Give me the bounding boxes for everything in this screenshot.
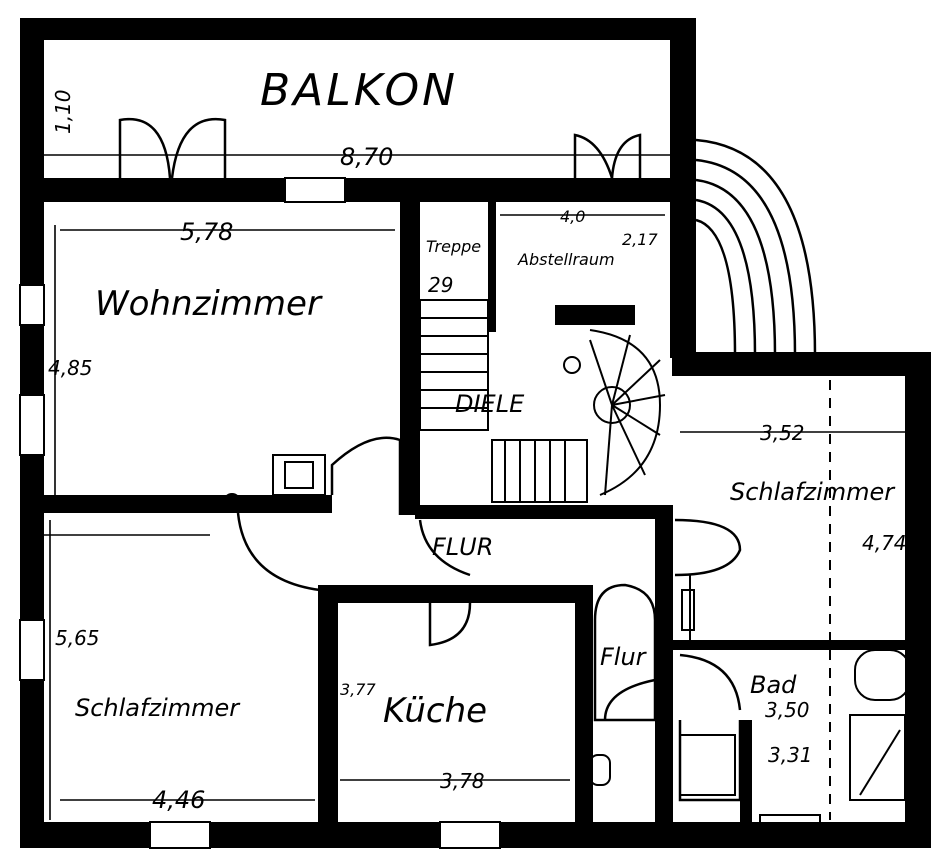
dim-abstell-depth: 2,17	[622, 230, 658, 249]
kueche-label: Küche	[383, 691, 487, 731]
dim-wohnzimmer-width: 5,78	[180, 218, 233, 246]
dimension-lines	[44, 154, 905, 820]
wohnzimmer-label: Wohnzimmer	[95, 284, 323, 324]
outer-walls	[19, 18, 931, 849]
dim-schlaf-left-width: 4,46	[152, 786, 205, 814]
dim-schlaf-right-depth: 4,74	[862, 531, 907, 555]
exterior-steps	[695, 138, 817, 373]
bad-label: Bad	[750, 671, 797, 699]
flur-label: Flur	[600, 643, 648, 671]
dim-wohnzimmer-depth: 4,85	[48, 356, 93, 380]
dim-kueche-depth: 3,77	[340, 680, 376, 699]
room-labels: BALKON Wohnzimmer Treppe 29 Abstellraum …	[75, 65, 896, 731]
interior-doors	[236, 436, 742, 802]
flur-upper-label: FLUR	[432, 533, 493, 561]
dim-abstell-width: 4,0	[560, 207, 585, 226]
schlafzimmer-right-label: Schlafzimmer	[730, 478, 896, 506]
dim-balkon-width: 8,70	[340, 143, 393, 171]
treppe-number-label: 29	[428, 273, 453, 297]
balkon-label: BALKON	[260, 65, 458, 116]
abstellraum-label: Abstellraum	[517, 250, 615, 269]
stairs	[419, 299, 666, 503]
dim-bad-a: 3,50	[765, 698, 810, 722]
dim-balkon-depth: 1,10	[51, 89, 75, 134]
dim-kueche-width: 3,78	[440, 769, 485, 793]
dim-schlaf-right-width: 3,52	[760, 421, 805, 445]
dim-bad-b: 3,31	[768, 743, 813, 767]
fixtures	[223, 454, 911, 828]
balcony-doors	[118, 117, 642, 179]
schlafzimmer-left-label: Schlafzimmer	[75, 694, 241, 722]
diele-label: DIELE	[455, 390, 525, 418]
interior-walls	[44, 200, 912, 845]
dimension-labels: 1,10 8,70 5,78 4,85 4,0 2,17 3,52 4,74 5…	[48, 89, 907, 814]
treppe-label: Treppe	[426, 237, 481, 256]
dim-schlaf-left-depth: 5,65	[55, 626, 100, 650]
